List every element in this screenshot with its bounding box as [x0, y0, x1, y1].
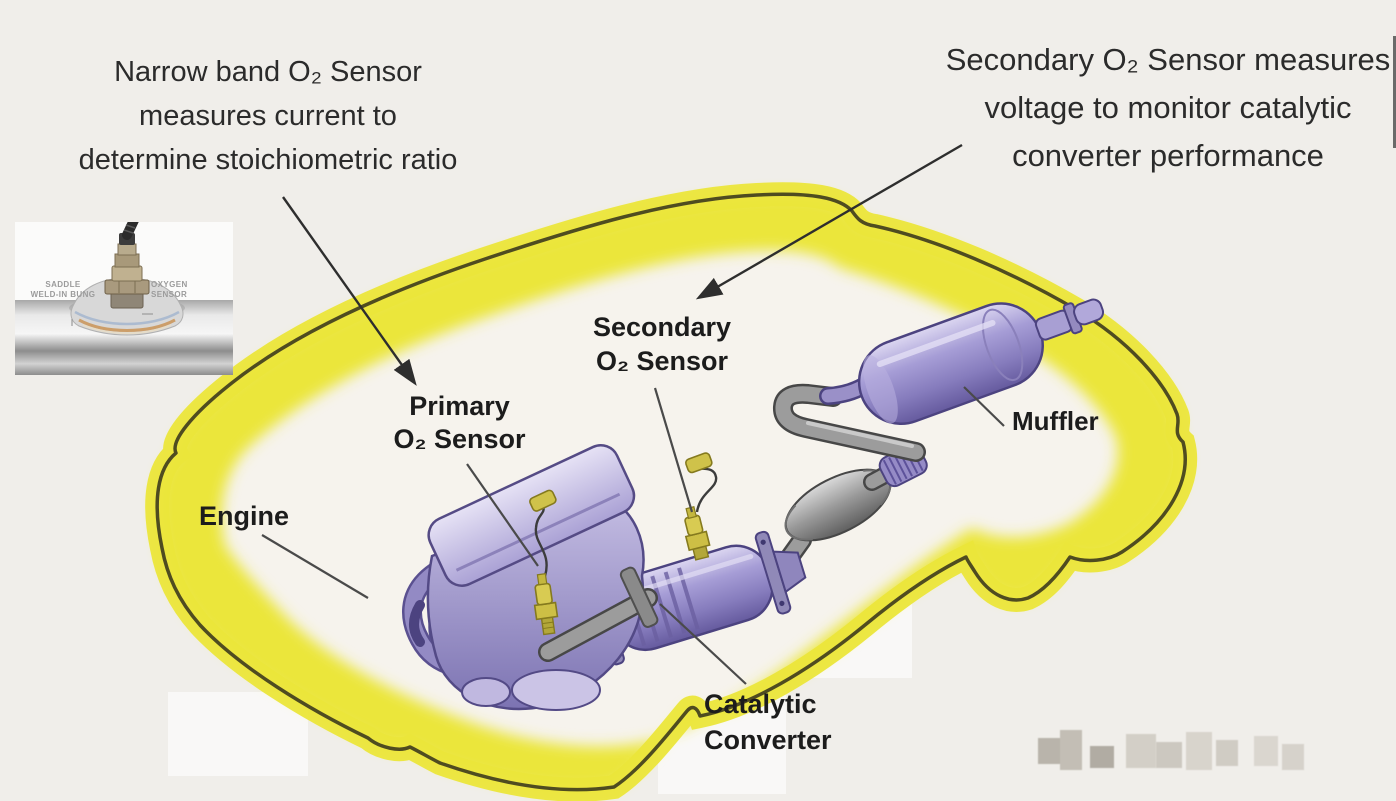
label-engine: Engine	[199, 501, 290, 531]
annotation-line: measures current to	[139, 100, 397, 132]
label-primary-o2-sensor: Primary O₂ Sensor	[393, 391, 526, 454]
primary-o2-sensor-illustration	[529, 489, 559, 636]
watermark-blurred	[1038, 724, 1310, 780]
label-saddle-weld-in-bung: SADDLE WELD-IN BUNG	[30, 280, 96, 299]
leader-line-catalytic-converter	[659, 603, 747, 685]
label-secondary-o2-sensor: Secondary O₂ Sensor	[592, 312, 732, 376]
oxygen-sensor-inset-photo: SADDLE WELD-IN BUNG OXYGEN SENSOR	[15, 211, 233, 375]
leader-lines	[261, 386, 1005, 685]
annotation-line: determine stoichiometric ratio	[78, 144, 458, 176]
annotation-narrow-band: Narrow band O₂ Sensor measures current t…	[38, 50, 498, 182]
label-muffler: Muffler	[1012, 406, 1099, 436]
oxygen-sensor-photo	[104, 211, 150, 295]
rear-exhaust-illustration	[762, 298, 1105, 592]
annotation-line: Secondary O₂ Sensor measures	[945, 42, 1391, 77]
label-oxygen-sensor: OXYGEN SENSOR	[151, 280, 188, 299]
label-catalytic-converter: Catalytic Converter	[704, 689, 832, 755]
engine-illustration	[402, 443, 659, 711]
arrow-narrow-band-to-primary	[282, 196, 417, 386]
leader-line-secondary-sensor	[653, 387, 694, 513]
annotation-line: converter performance	[1012, 138, 1324, 173]
leader-line-muffler	[963, 386, 1005, 427]
right-edge-mark	[1393, 36, 1396, 148]
annotation-line: voltage to monitor catalytic	[984, 90, 1352, 125]
inset-photo-drawing	[15, 211, 233, 375]
annotation-line: Narrow band O₂ Sensor	[114, 56, 422, 88]
leader-line-primary-sensor	[466, 463, 539, 567]
secondary-o2-sensor-illustration	[684, 452, 718, 561]
arrow-note-to-secondary	[695, 143, 963, 300]
car-outline	[157, 194, 1185, 789]
annotation-secondary-sensor: Secondary O₂ Sensor measures voltage to …	[888, 36, 1396, 180]
leader-line-engine	[261, 534, 369, 599]
muffler-illustration	[857, 298, 1105, 426]
